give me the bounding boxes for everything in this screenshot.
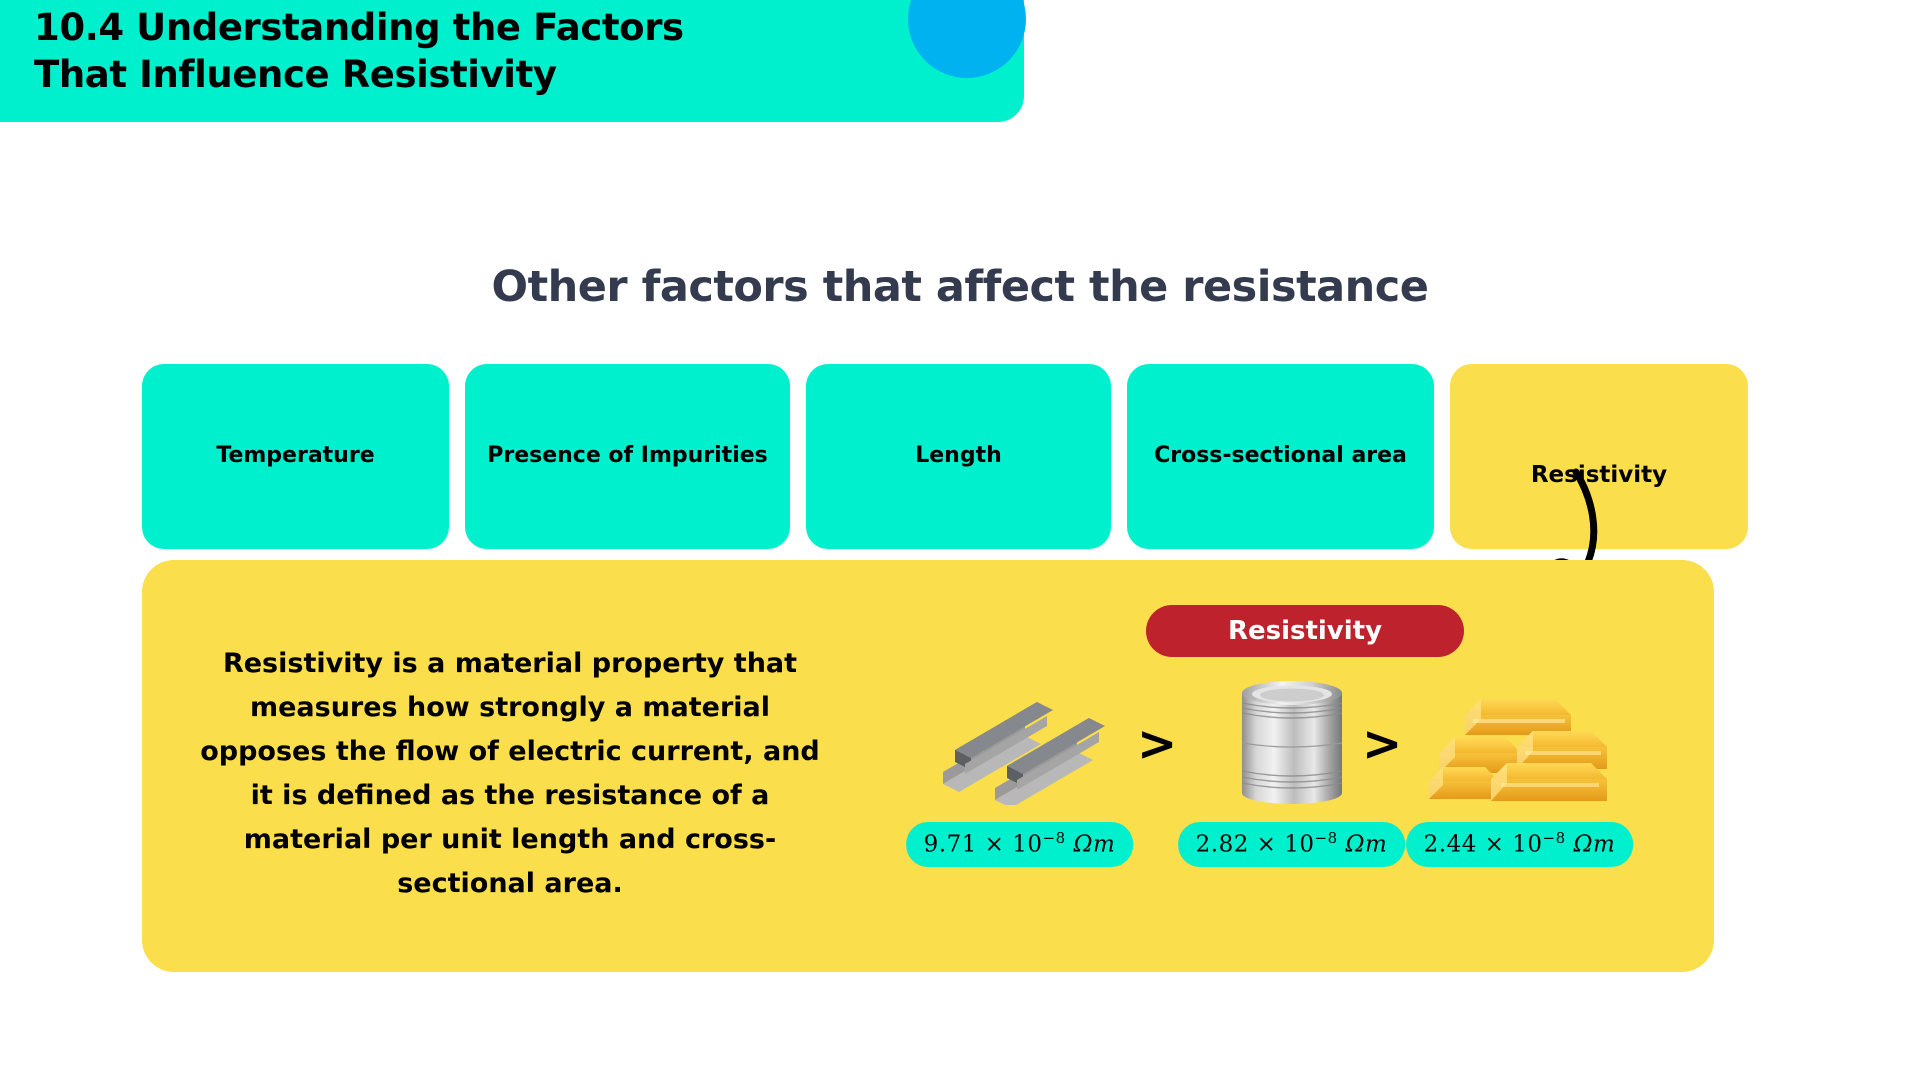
gold-bars-icon bbox=[1412, 670, 1627, 805]
material-item-aluminium: 2.82 × 10−8 Ωm bbox=[1177, 670, 1406, 920]
material-item-steel: 9.71 × 10−8 Ωm bbox=[905, 670, 1134, 920]
resistivity-value-pill: 2.44 × 10−8 Ωm bbox=[1405, 822, 1634, 867]
factor-card-label: Presence of Impurities bbox=[487, 443, 768, 469]
factor-card-label: Length bbox=[915, 443, 1002, 469]
status-badge-label: Resistivity bbox=[1227, 616, 1383, 646]
value-exponent: −8 bbox=[1542, 829, 1566, 847]
resistivity-value-pill: 9.71 × 10−8 Ωm bbox=[905, 822, 1134, 867]
page-title: 10.4 Understanding the Factors That Infl… bbox=[34, 6, 684, 96]
value-unit: Ωm bbox=[1073, 831, 1116, 858]
resistivity-panel: Resistivity is a material property that … bbox=[142, 560, 1714, 972]
steel-beams-icon bbox=[912, 670, 1127, 805]
value-mantissa: 2.82 bbox=[1195, 831, 1249, 858]
value-base: 10 bbox=[1284, 831, 1315, 858]
factor-card-cross-sectional-area[interactable]: Cross-sectional area bbox=[1127, 364, 1434, 549]
greater-than-sign-1: > bbox=[1137, 716, 1178, 772]
resistivity-value-pill: 2.82 × 10−8 Ωm bbox=[1177, 822, 1406, 867]
value-exponent: −8 bbox=[1314, 829, 1338, 847]
section-heading: Other factors that affect the resistance bbox=[491, 262, 1429, 312]
value-times-sign: × bbox=[984, 831, 1005, 858]
value-mantissa: 2.44 bbox=[1423, 831, 1477, 858]
factor-card-temperature[interactable]: Temperature bbox=[142, 364, 449, 549]
material-comparison: 9.71 × 10−8 Ωm > bbox=[905, 670, 1692, 920]
value-base: 10 bbox=[1512, 831, 1543, 858]
header-banner bbox=[0, 0, 1024, 122]
greater-than-sign-2: > bbox=[1362, 716, 1403, 772]
value-times-sign: × bbox=[1484, 831, 1505, 858]
factor-card-label: Resistivity bbox=[1530, 462, 1668, 488]
factor-card-label: Temperature bbox=[216, 443, 375, 469]
factor-card-impurities[interactable]: Presence of Impurities bbox=[465, 364, 790, 549]
resistivity-definition: Resistivity is a material property that … bbox=[200, 648, 820, 899]
value-mantissa: 9.71 bbox=[923, 831, 977, 858]
value-times-sign: × bbox=[1256, 831, 1277, 858]
value-unit: Ωm bbox=[1573, 831, 1616, 858]
page-header: 10.4 Understanding the Factors That Infl… bbox=[0, 0, 1026, 122]
material-item-gold: 2.44 × 10−8 Ωm bbox=[1405, 670, 1634, 920]
factor-card-length[interactable]: Length bbox=[806, 364, 1111, 549]
metal-can-icon bbox=[1184, 670, 1399, 805]
value-unit: Ωm bbox=[1345, 831, 1388, 858]
factor-card-resistivity[interactable]: Resistivity bbox=[1450, 364, 1748, 549]
value-base: 10 bbox=[1012, 831, 1043, 858]
factor-cards-row: Temperature Presence of Impurities Lengt… bbox=[142, 364, 1748, 549]
value-exponent: −8 bbox=[1042, 829, 1066, 847]
resistivity-badge: Resistivity bbox=[1146, 605, 1464, 657]
factor-card-label: Cross-sectional area bbox=[1154, 443, 1407, 469]
